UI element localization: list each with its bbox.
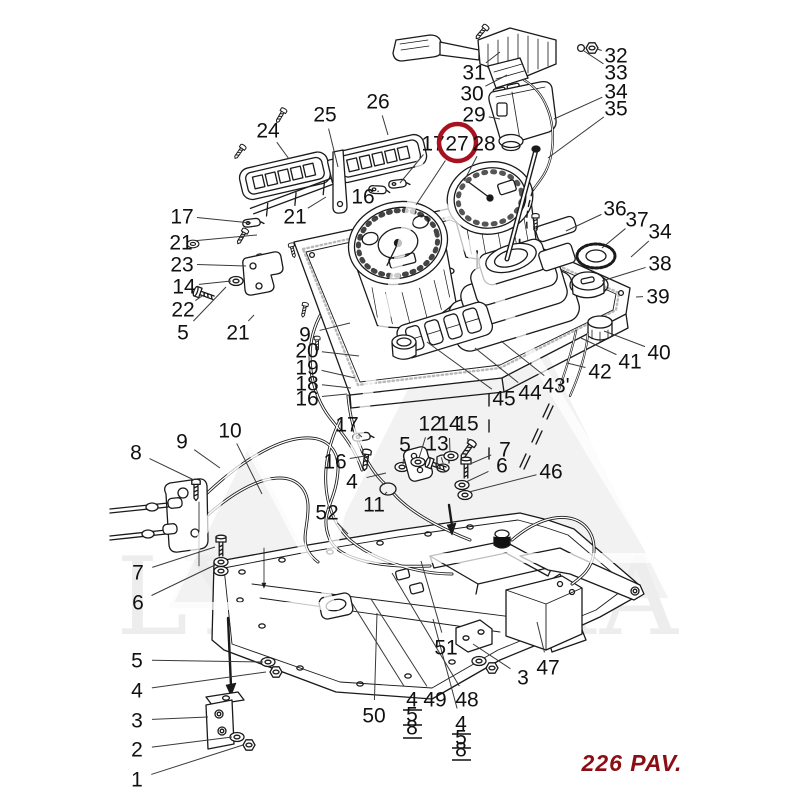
callout-39: 39 xyxy=(646,286,669,309)
panel-knob xyxy=(391,334,417,360)
callout-5: 5 xyxy=(455,727,467,750)
callout-42: 42 xyxy=(588,361,611,384)
panel-instruments-right xyxy=(531,212,617,299)
highlight-circle xyxy=(436,121,479,164)
left-cable-bracket xyxy=(109,478,457,697)
under-panel-socket xyxy=(587,315,613,343)
callout-8: 8 xyxy=(130,442,142,465)
callout-6: 6 xyxy=(132,592,144,615)
callout-4: 4 xyxy=(346,471,358,494)
watermark-triangles-outline xyxy=(161,154,664,610)
callout-13: 13 xyxy=(425,433,448,456)
callout-5: 5 xyxy=(177,322,189,345)
clip-17-top xyxy=(388,178,411,189)
callout-15: 15 xyxy=(455,413,478,436)
callout-5: 5 xyxy=(131,650,143,673)
callout-14: 14 xyxy=(437,413,461,436)
callout-leader-lines xyxy=(149,48,650,775)
callout-50: 50 xyxy=(362,705,385,728)
callout-12: 12 xyxy=(418,413,441,436)
vent-bracket-25 xyxy=(332,149,348,214)
mid-fastener-cluster xyxy=(299,301,478,501)
callout-8: 8 xyxy=(406,717,418,740)
callout-32: 32 xyxy=(604,45,627,68)
callout-17: 17 xyxy=(335,414,358,437)
callout-21: 21 xyxy=(169,232,192,255)
callout-31: 31 xyxy=(462,62,485,85)
column-switch xyxy=(392,27,599,102)
callout-16: 16 xyxy=(295,388,318,411)
callout-11: 11 xyxy=(363,494,385,517)
callout-33: 33 xyxy=(604,62,627,85)
callout-21: 21 xyxy=(226,322,249,345)
callout-26: 26 xyxy=(366,91,389,114)
callout-10: 10 xyxy=(218,420,241,443)
callout-41: 41 xyxy=(618,351,641,374)
callout-20: 20 xyxy=(295,340,318,363)
callout-24: 24 xyxy=(256,120,280,143)
left-small-parts xyxy=(186,143,284,304)
callout-5: 5 xyxy=(399,434,411,457)
callout-45: 45 xyxy=(492,388,515,411)
callout-5: 5 xyxy=(406,704,418,727)
callout-43': 43' xyxy=(542,375,569,398)
callout-28: 28 xyxy=(472,133,495,156)
callout-1: 1 xyxy=(131,769,143,792)
bracket-3-left xyxy=(205,656,283,751)
callout-38: 38 xyxy=(648,253,671,276)
callout-35: 35 xyxy=(604,98,627,121)
bracket-47 xyxy=(505,575,583,651)
callout-48: 48 xyxy=(455,689,478,712)
air-vent-26 xyxy=(327,133,428,185)
callout-4: 4 xyxy=(131,680,143,703)
callout-2: 2 xyxy=(131,739,143,762)
callout-25: 25 xyxy=(313,104,336,127)
callout-3: 3 xyxy=(131,710,143,733)
callout-34: 34 xyxy=(648,221,672,244)
cable-loop-11 xyxy=(379,482,397,496)
switch-cable xyxy=(522,78,554,229)
callout-40: 40 xyxy=(647,342,670,365)
callout-22: 22 xyxy=(171,299,194,322)
callout-9: 9 xyxy=(299,324,311,347)
callout-7: 7 xyxy=(132,562,144,585)
callout-34: 34 xyxy=(604,81,628,104)
callout-16: 16 xyxy=(351,186,374,209)
page-reference: 226 PAV. xyxy=(581,750,683,776)
callout-18: 18 xyxy=(295,373,318,396)
callout-29: 29 xyxy=(462,104,485,127)
callout-52: 52 xyxy=(315,502,338,525)
callout-4: 4 xyxy=(406,689,418,712)
hidden-cable-dashes xyxy=(488,393,554,470)
bracket-3-center xyxy=(455,619,493,653)
callout-6: 6 xyxy=(496,455,508,478)
callout-30: 30 xyxy=(460,83,483,106)
cover-29 xyxy=(473,22,557,152)
callout-3: 3 xyxy=(517,667,529,690)
callout-46: 46 xyxy=(539,461,562,484)
callout-7: 7 xyxy=(499,439,511,462)
callout-16: 16 xyxy=(323,451,346,474)
callout-23: 23 xyxy=(170,254,193,277)
callout-17: 17 xyxy=(170,206,193,229)
callout-4: 4 xyxy=(455,713,467,736)
callout-37: 37 xyxy=(625,209,648,232)
callout-36: 36 xyxy=(603,198,626,221)
callout-47: 47 xyxy=(536,657,559,680)
callout-8: 8 xyxy=(455,739,467,762)
callout-21: 21 xyxy=(283,206,306,229)
callout-27: 27 xyxy=(445,133,468,156)
callout-9: 9 xyxy=(176,431,188,454)
callout-51: 51 xyxy=(434,637,457,660)
callout-49: 49 xyxy=(423,689,446,712)
callout-44: 44 xyxy=(518,382,542,405)
callout-14: 14 xyxy=(172,276,196,299)
callout-19: 19 xyxy=(295,357,318,380)
